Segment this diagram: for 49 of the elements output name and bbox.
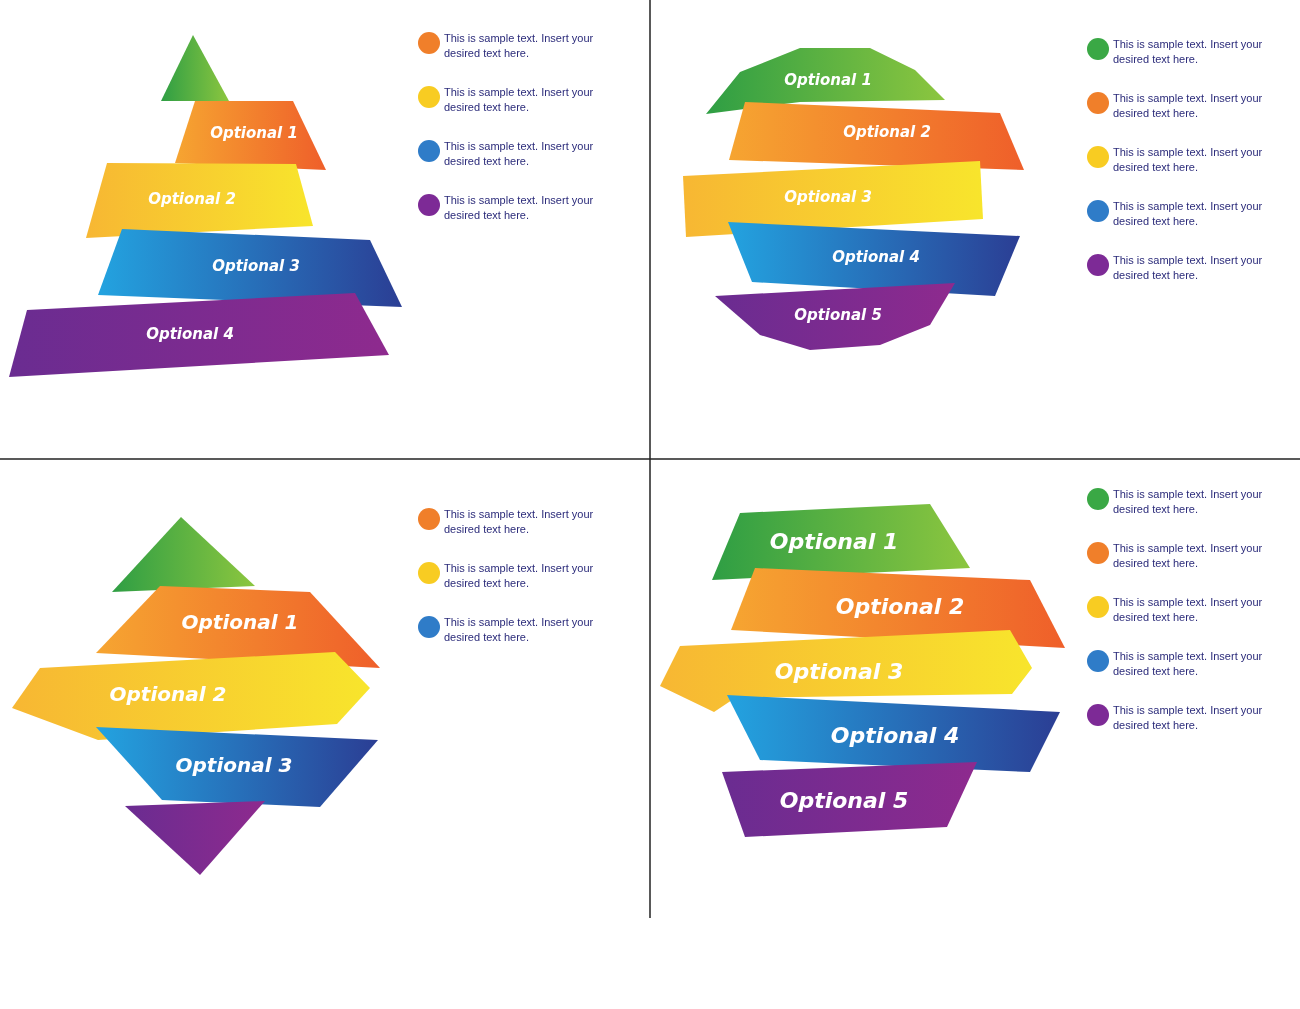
ribbon-band (86, 163, 313, 238)
band-label: Optional 3 (212, 257, 300, 275)
ribbon-band (660, 630, 1032, 712)
legend-text: This is sample text. Insert your desired text here. (1113, 487, 1264, 517)
band-label: Optional 4 (146, 325, 234, 343)
ribbon-band (12, 652, 370, 740)
ribbon-band (727, 695, 1060, 772)
band-label: Optional 2 (835, 593, 965, 619)
legend-text: This is sample text. Insert your desired text here. (1113, 649, 1264, 679)
band-label: Optional 3 (774, 658, 904, 684)
ribbon-band (728, 222, 1020, 296)
band-label: Optional 5 (794, 306, 882, 324)
band-label: Optional 1 (784, 71, 872, 89)
band-label: Optional 4 (830, 722, 960, 748)
legend-text: This is sample text. Insert your desired text here. (444, 31, 595, 61)
band-label: Optional 1 (210, 124, 298, 142)
band-label: Optional 5 (779, 787, 909, 813)
legend-text: This is sample text. Insert your desired text here. (1113, 91, 1264, 121)
band-label: Optional 4 (832, 248, 920, 266)
ribbon-band (98, 229, 402, 307)
ribbon-band (9, 293, 389, 377)
triangle-shape (112, 517, 255, 592)
band-label: Optional 2 (843, 123, 931, 141)
legend-text: This is sample text. Insert your desired text here. (1113, 145, 1264, 175)
legend-text: This is sample text. Insert your desired text here. (1113, 595, 1264, 625)
legend-text: This is sample text. Insert your desired text here. (444, 615, 595, 645)
legend-text: This is sample text. Insert your desired text here. (444, 507, 595, 537)
legend-text: This is sample text. Insert your desired text here. (1113, 253, 1264, 283)
legend-text: This is sample text. Insert your desired text here. (444, 193, 595, 223)
legend-text: This is sample text. Insert your desired text here. (444, 139, 595, 169)
band-label: Optional 1 (769, 528, 899, 554)
legend-text: This is sample text. Insert your desired text here. (1113, 541, 1264, 571)
band-label: Optional 1 (181, 610, 299, 634)
band-label: Optional 3 (784, 188, 872, 206)
ribbon-band (683, 161, 983, 237)
band-label: Optional 2 (109, 682, 227, 706)
band-label: Optional 2 (148, 190, 236, 208)
legend-text: This is sample text. Insert your desired text here. (444, 561, 595, 591)
legend-text: This is sample text. Insert your desired text here. (1113, 703, 1264, 733)
legend-text: This is sample text. Insert your desired text here. (1113, 199, 1264, 229)
triangle-shape (125, 801, 265, 875)
ribbon-band (715, 283, 955, 350)
legend-text: This is sample text. Insert your desired text here. (1113, 37, 1264, 67)
ribbon-band (706, 48, 945, 114)
ribbon-band (722, 762, 977, 837)
ribbon-band (729, 102, 1024, 170)
band-label: Optional 3 (175, 753, 293, 777)
triangle-shape (161, 35, 229, 101)
legend-text: This is sample text. Insert your desired text here. (444, 85, 595, 115)
